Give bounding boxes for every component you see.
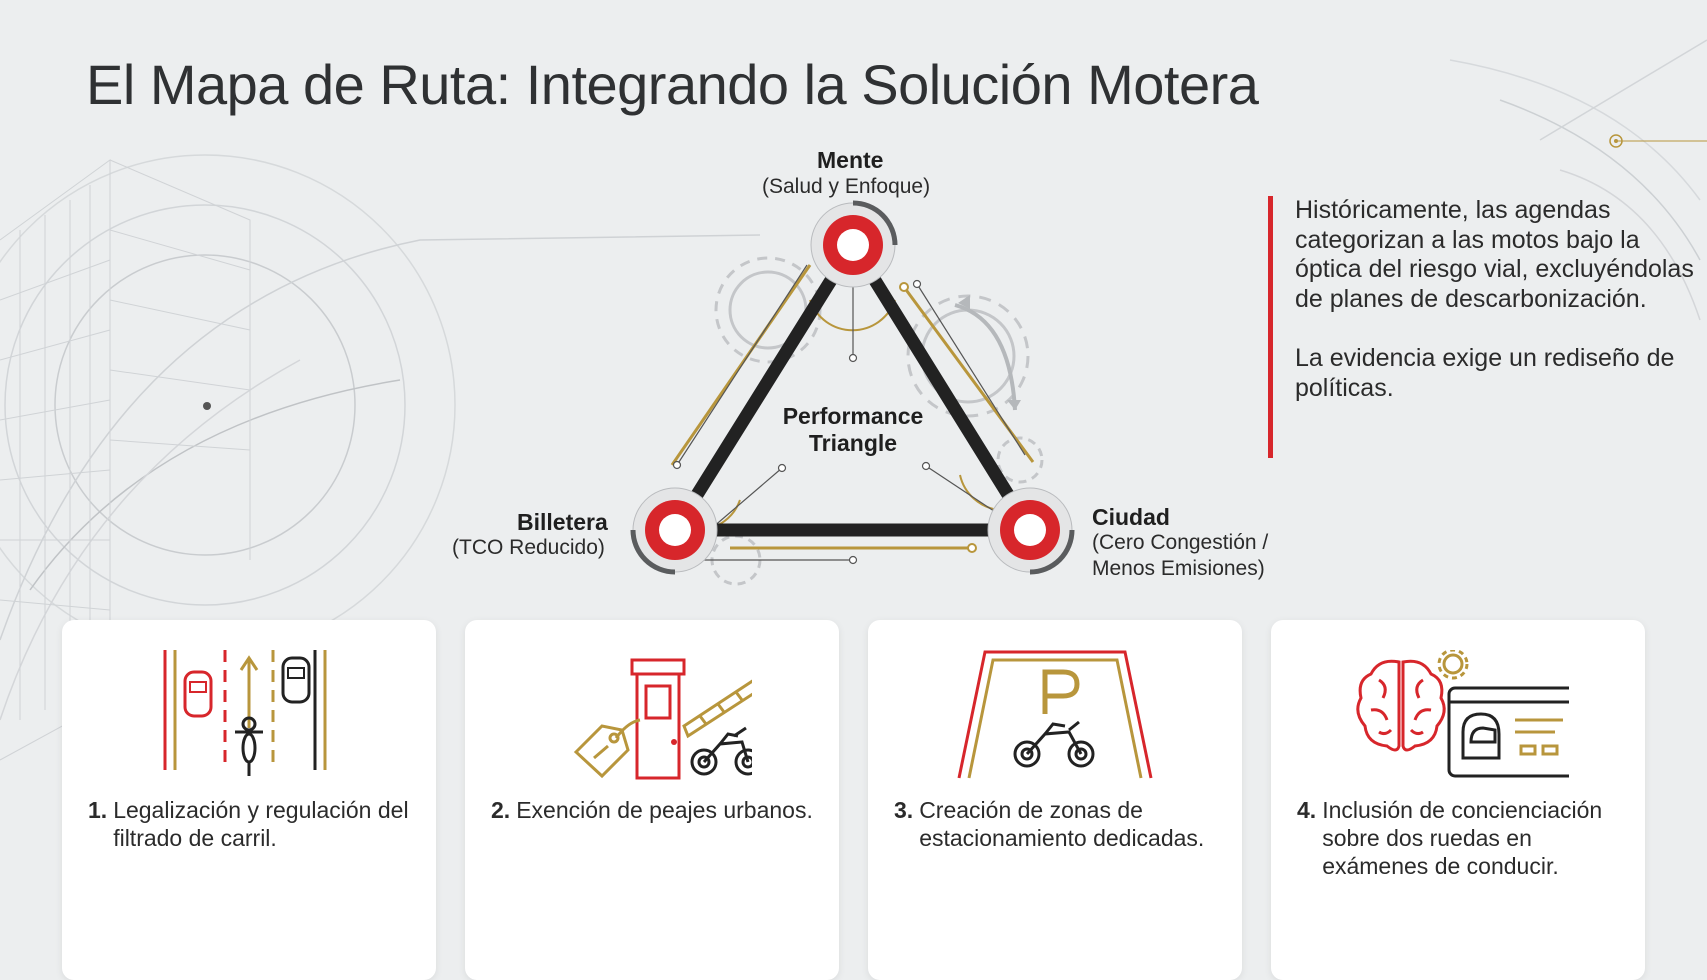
node-ciudad-title: Ciudad — [1092, 504, 1170, 530]
card-1-text: 1. Legalización y regulación del filtrad… — [88, 796, 418, 852]
lane-filtering-icon — [163, 650, 327, 776]
node-mente-subtitle: (Salud y Enfoque) — [762, 175, 931, 198]
policy-card-2: 2. Exención de peajes urbanos. — [465, 620, 839, 980]
card-4-text: 4. Inclusión de concienciación sobre dos… — [1297, 796, 1627, 880]
toll-exemption-icon — [573, 658, 752, 780]
page-title: El Mapa de Ruta: Integrando la Solución … — [86, 53, 1259, 116]
context-callout: Históricamente, las agendas categorizan … — [1268, 196, 1695, 458]
node-billetera-title: Billetera — [517, 509, 608, 535]
card-label: Inclusión de concienciación sobre dos ru… — [1322, 797, 1603, 879]
card-2-text: 2. Exención de peajes urbanos. — [491, 796, 821, 824]
card-label: Exención de peajes urbanos. — [516, 797, 813, 823]
card-label: Legalización y regulación del filtrado d… — [113, 797, 409, 851]
node-mente-marker — [810, 200, 898, 288]
policy-card-1: 1. Legalización y regulación del filtrad… — [62, 620, 436, 980]
node-billetera-subtitle: (TCO Reducido) — [452, 536, 605, 559]
node-mente-title: Mente — [817, 147, 884, 173]
policy-card-4: 4. Inclusión de concienciación sobre dos… — [1271, 620, 1645, 980]
card-number: 2. — [491, 797, 511, 823]
card-3-text: 3. Creación de zonas de estacionamiento … — [894, 796, 1224, 852]
card-number: 1. — [88, 797, 108, 823]
node-ciudad-marker — [987, 487, 1075, 575]
callout-paragraph: La evidencia exige un rediseño de políti… — [1295, 344, 1675, 402]
card-number: 3. — [894, 797, 914, 823]
card-label: Creación de zonas de estacionamiento ded… — [919, 797, 1205, 851]
node-billetera-marker — [630, 487, 718, 575]
card-number: 4. — [1297, 797, 1317, 823]
motorcycle-parking-icon — [957, 650, 1153, 779]
node-ciudad-subtitle: (Cero Congestión / Menos Emisiones) — [1092, 531, 1269, 580]
triangle-center-label: Performance Triangle — [782, 403, 924, 456]
performance-triangle-diagram — [630, 200, 1075, 586]
callout-paragraph: Históricamente, las agendas categorizan … — [1295, 196, 1694, 313]
background-linework — [0, 39, 1707, 761]
policy-card-3: 3. Creación de zonas de estacionamiento … — [868, 620, 1242, 980]
brain-license-icon — [1356, 650, 1569, 778]
